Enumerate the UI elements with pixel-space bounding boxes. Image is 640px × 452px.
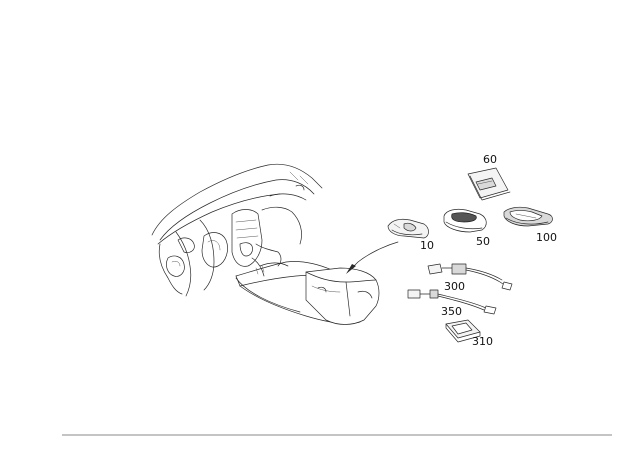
callout-50: 50: [476, 235, 490, 248]
callout-100: 100: [536, 231, 557, 244]
callout-310: 310: [472, 335, 493, 348]
part-10-holder: [387, 218, 429, 239]
part-310-bracket: [445, 319, 481, 343]
dashboard-assembly: [151, 163, 380, 325]
leader-arrow: [346, 241, 399, 274]
part-50-key-fob: [443, 208, 487, 233]
callout-10: 10: [420, 239, 434, 252]
part-350-cable: [407, 289, 497, 315]
callout-350: 350: [441, 305, 462, 318]
part-300-cable: [427, 263, 513, 291]
part-60-booklet: [467, 167, 511, 201]
callout-300: 300: [444, 280, 465, 293]
part-100-folding-key: [503, 206, 553, 227]
callout-60: 60: [483, 153, 497, 166]
